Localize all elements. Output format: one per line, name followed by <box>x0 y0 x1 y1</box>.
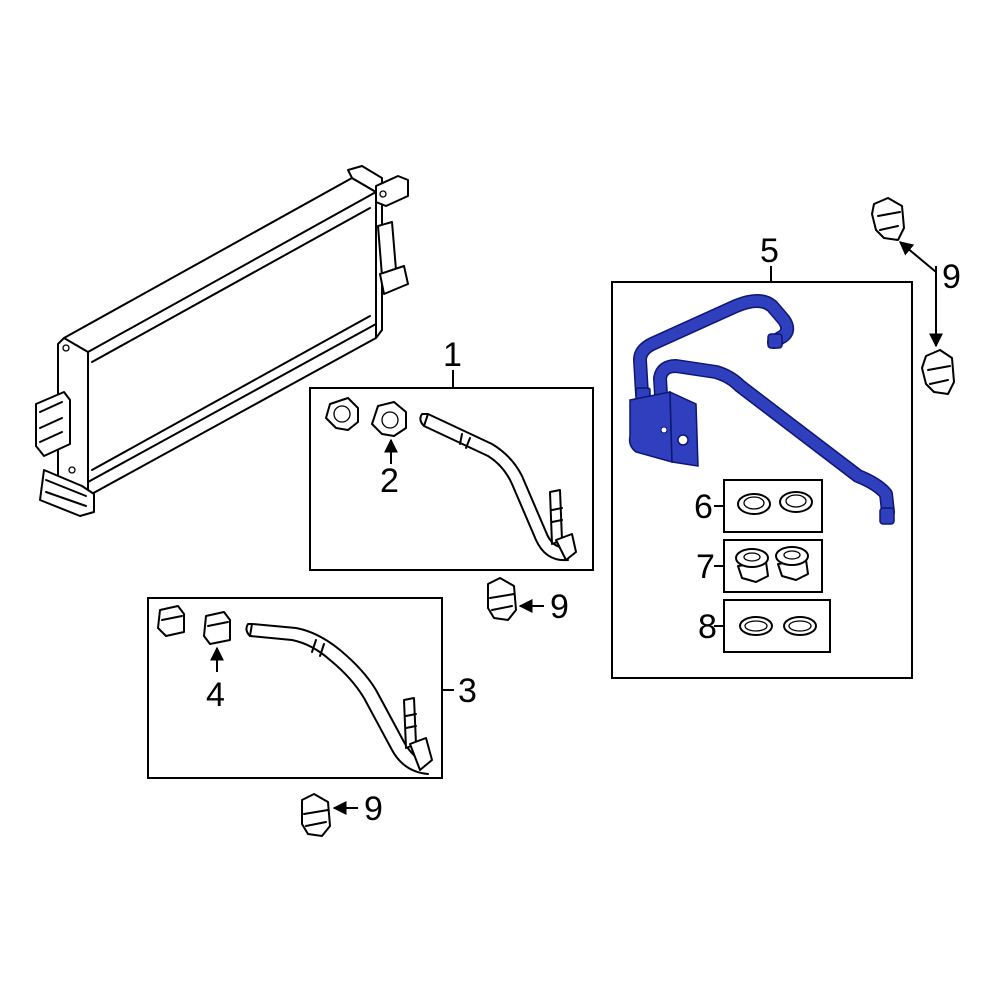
transmission-cooler-tube-upper <box>419 413 577 562</box>
seal-part-6-right <box>779 491 813 513</box>
callout-5: 5 <box>760 232 779 270</box>
o-ring-part-8-right <box>783 616 817 636</box>
cooler-line-assembly-box: 5 6 7 <box>611 232 913 679</box>
clamp-part-4-right <box>203 611 231 645</box>
callout-6: 6 <box>694 488 713 526</box>
highlighted-cooler-line <box>628 294 895 525</box>
callout-8: 8 <box>698 608 717 646</box>
transmission-cooler-tube-lower <box>245 623 433 775</box>
callout-3: 3 <box>458 672 477 710</box>
nut-part-7-right <box>775 546 809 581</box>
o-ring-part-8-left <box>739 616 773 636</box>
callout-9-middle: 9 <box>550 588 569 626</box>
clip-part-9-bottom <box>301 793 331 837</box>
clip-part-9-middle <box>487 577 517 621</box>
callout-1: 1 <box>443 336 462 374</box>
nut-part-7-left <box>735 548 769 583</box>
clip-part-9-top-upper <box>871 197 905 241</box>
callout-4: 4 <box>206 676 225 714</box>
callout-9-top: 9 <box>942 258 961 296</box>
callout-7: 7 <box>696 548 715 586</box>
callout-2: 2 <box>380 462 399 500</box>
clamp-part-right <box>371 401 407 437</box>
clip-part-9-top-lower <box>921 349 955 395</box>
radiator-assembly <box>35 165 409 517</box>
tube-assembly-lower-box: 3 4 <box>147 597 477 779</box>
clamp-part-left <box>325 397 359 431</box>
tube-assembly-upper-box: 1 2 <box>309 336 594 571</box>
seal-part-6-left <box>737 493 771 515</box>
clamp-part-4-left <box>157 605 185 637</box>
callout-9-bottom: 9 <box>364 790 383 828</box>
